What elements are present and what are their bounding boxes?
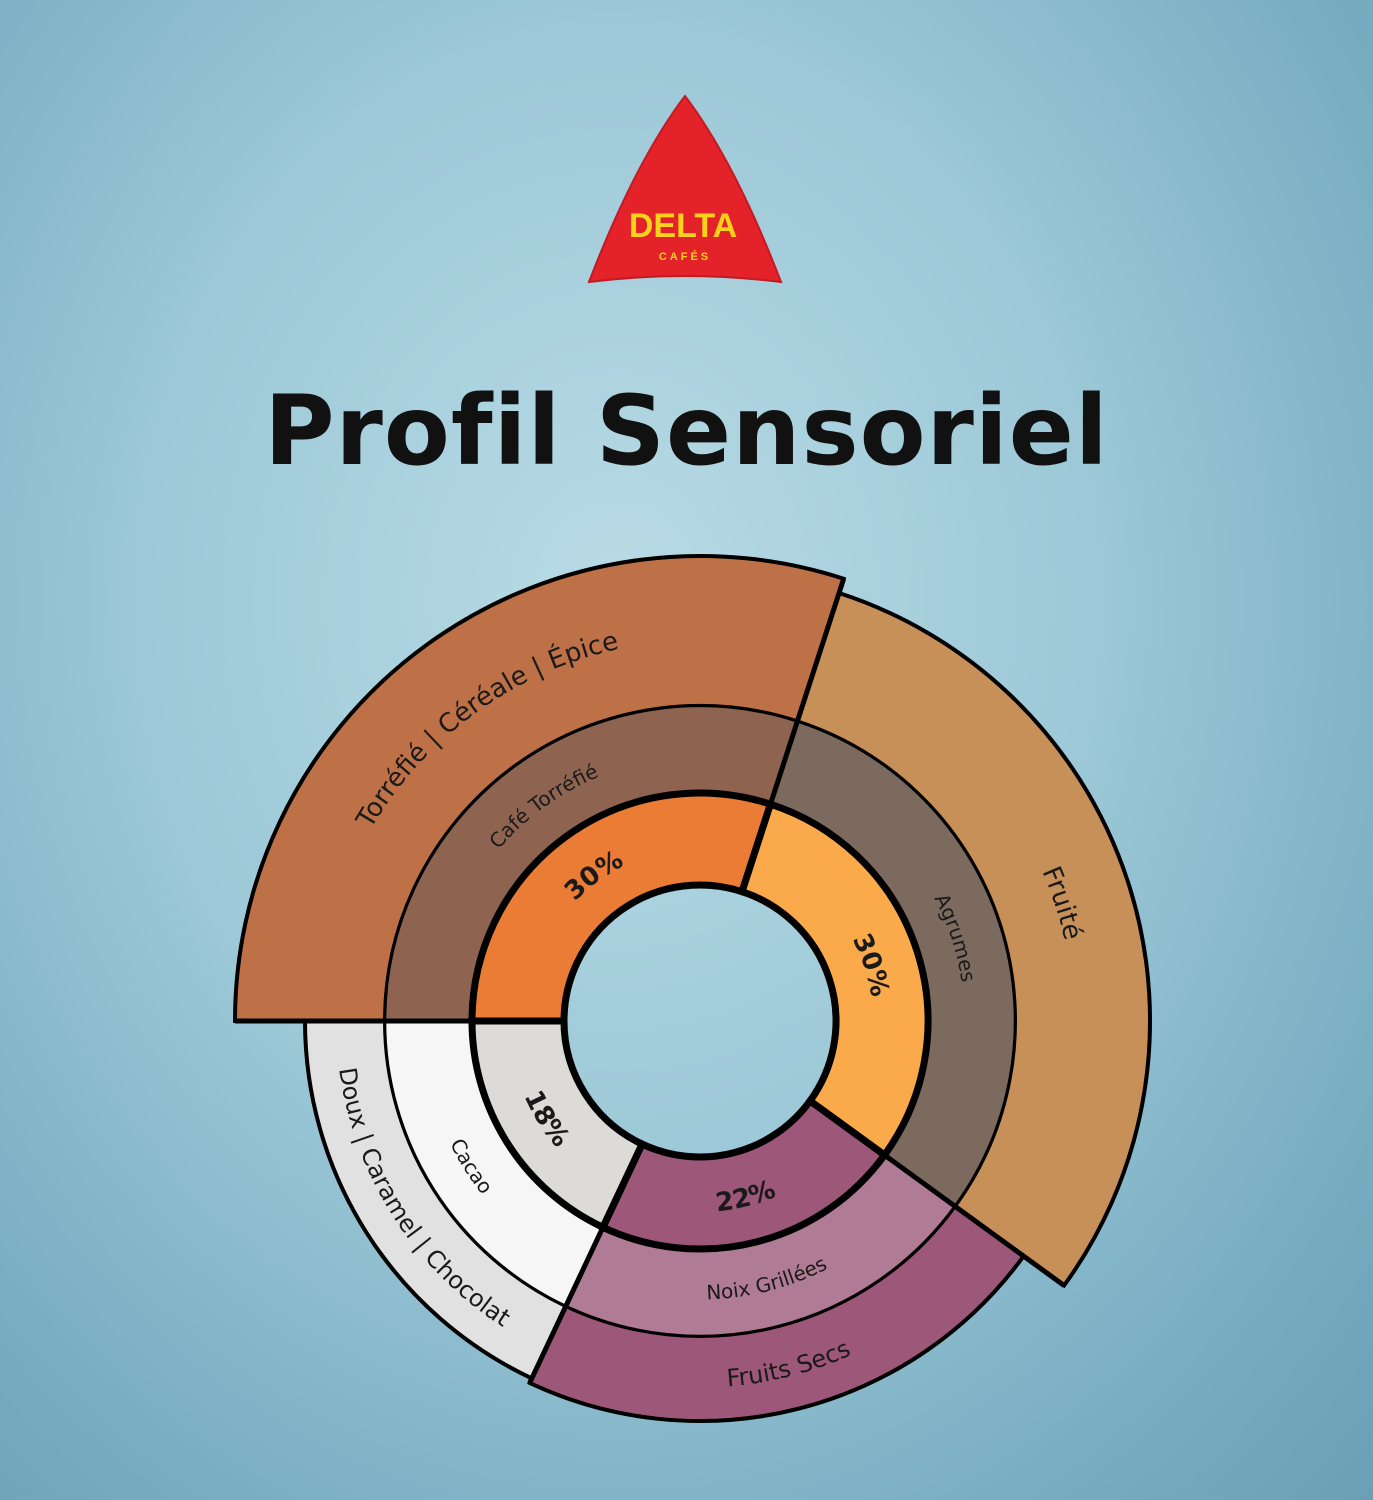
- segment-divider: [527, 1142, 645, 1384]
- logo-sub: CAFÉS: [659, 250, 711, 263]
- inner-ring-segment: [737, 799, 932, 1160]
- page-title: Profil Sensoriel: [264, 375, 1109, 487]
- segment-divider: [739, 577, 847, 893]
- logo-triangle: [587, 94, 783, 284]
- segment-divider: [808, 1098, 1066, 1288]
- inner-ring-segment: [598, 1096, 890, 1253]
- inner-ring-segment: [468, 1017, 647, 1232]
- delta-cafes-logo: DELTA CAFÉS: [587, 94, 783, 284]
- logo-brand: DELTA: [629, 207, 737, 245]
- inner-ring-segment: [468, 789, 775, 1025]
